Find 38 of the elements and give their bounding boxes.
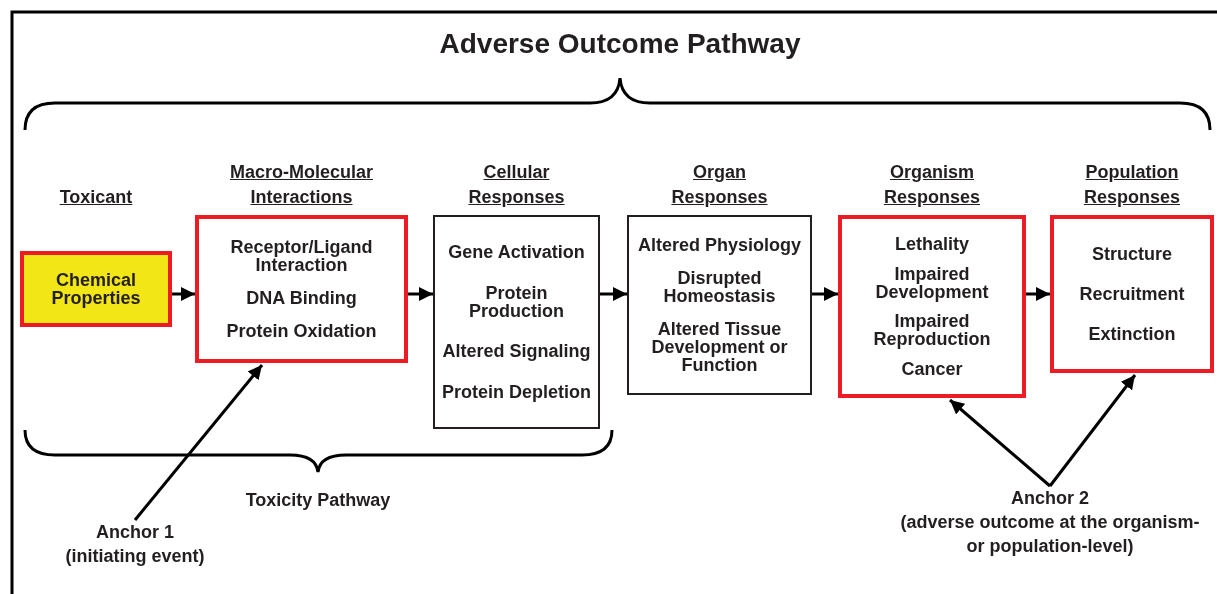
response-text: Gene Activation — [448, 243, 585, 262]
response-text: Altered Physiology — [637, 236, 801, 254]
arrow — [1048, 374, 1137, 487]
anchor-text: (adverse outcome at the organism- or population-level) — [899, 511, 1201, 558]
response-text: Altered Tissue Development or Function — [650, 320, 789, 374]
response-text: Altered Signaling — [442, 342, 591, 361]
column-heading: Toxicant — [59, 186, 133, 209]
response-text: Recruitment — [1079, 285, 1185, 303]
anchor-text: (initiating event) — [65, 545, 205, 568]
response-text: Receptor/Ligand Interaction — [229, 238, 374, 274]
response-text: Cancer — [901, 360, 963, 379]
arrow — [812, 287, 838, 301]
response-text: Lethality — [895, 234, 969, 253]
response-text: Impaired Development — [874, 264, 990, 301]
column-heading: Organism Responses — [882, 161, 981, 209]
anchor-text: Anchor 1 — [96, 521, 174, 544]
response-text: Protein Production — [468, 283, 565, 320]
response-text: Extinction — [1088, 325, 1176, 343]
response-text: DNA Binding — [246, 289, 357, 307]
column-heading: Macro-Molecular Interactions — [228, 161, 374, 209]
brace-label: Toxicity Pathway — [245, 489, 391, 512]
column-heading: Organ Responses — [670, 161, 769, 209]
response-text: Chemical Properties — [50, 271, 142, 307]
response-text: Protein Depletion — [442, 382, 591, 401]
arrow — [408, 287, 433, 301]
response-text: Impaired Reproduction — [872, 312, 992, 349]
arrow — [172, 287, 195, 301]
anchor-text: Anchor 2 — [1011, 487, 1089, 510]
response-text: Protein Oxidation — [226, 322, 377, 340]
arrow — [949, 398, 1051, 488]
column-heading: Population Responses — [1082, 161, 1181, 209]
column-heading: Cellular Responses — [467, 161, 566, 209]
arrow — [1026, 287, 1050, 301]
arrow — [600, 287, 627, 301]
diagram-title: Adverse Outcome Pathway — [438, 27, 802, 61]
response-text: Disrupted Homeostasis — [662, 269, 777, 305]
response-text: Structure — [1092, 245, 1172, 263]
arrow — [133, 364, 264, 521]
